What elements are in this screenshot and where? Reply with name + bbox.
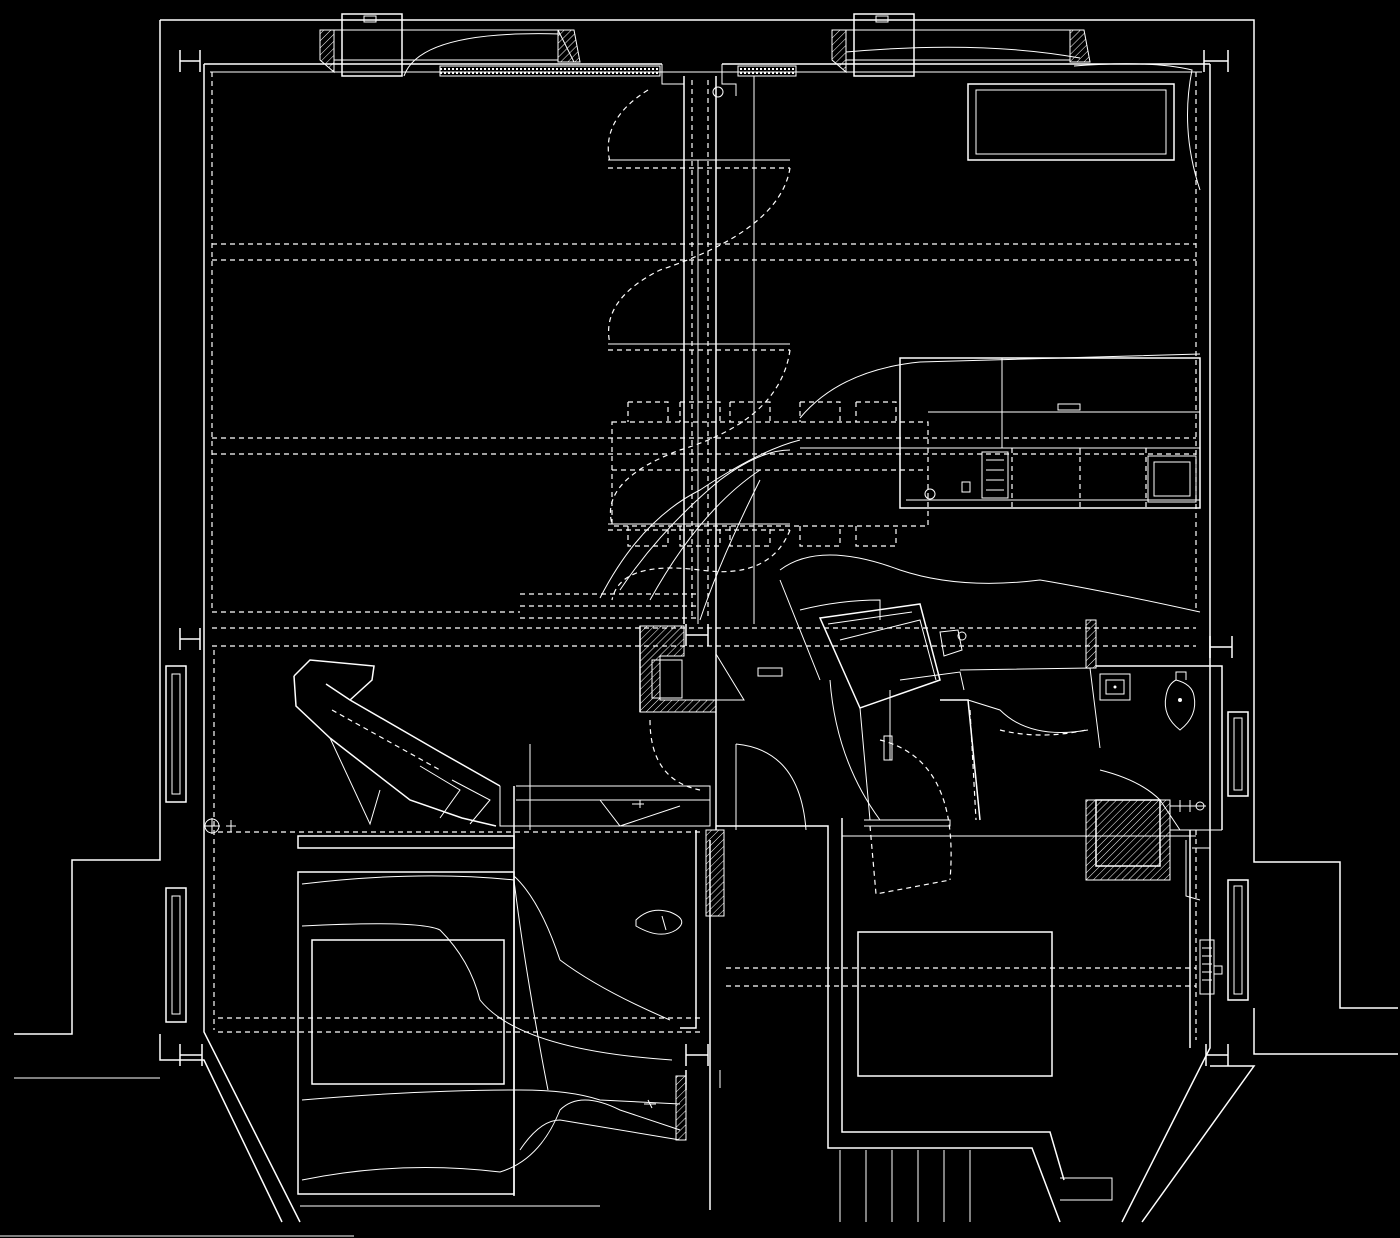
exterior-walls — [0, 19, 1398, 1237]
organic-lines — [599, 439, 1201, 681]
diagonal-bench — [293, 659, 711, 830]
lower-left-partitions — [635, 829, 725, 1210]
windows-top — [319, 13, 1091, 77]
central-pier — [639, 624, 1113, 1223]
circle-cross-glyph — [204, 818, 236, 834]
kitchen-counter — [799, 353, 1201, 509]
bed-area — [297, 786, 687, 1196]
i-beam-glyph — [179, 50, 1233, 1066]
dining-table — [611, 401, 929, 547]
bathroom-right — [818, 603, 1223, 995]
tub-top-right — [967, 63, 1201, 191]
lower-right-room — [842, 830, 1196, 1077]
windows-side — [165, 665, 1249, 1023]
overhead-beam-lines — [211, 72, 1197, 1040]
shelving — [520, 89, 791, 619]
